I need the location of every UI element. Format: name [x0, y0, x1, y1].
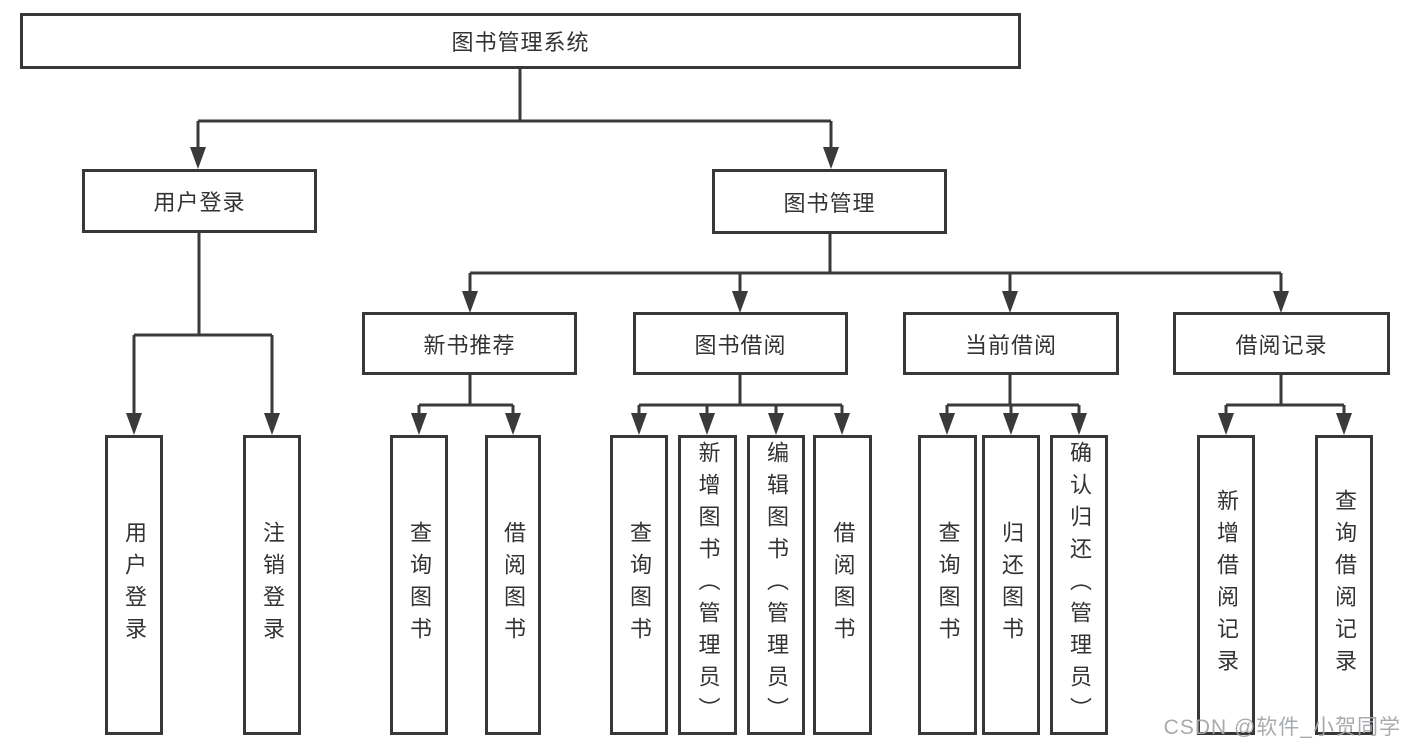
node-user-login-label: 用户登录: [153, 190, 246, 215]
leaf-add-borrow-record: 新增借阅记录: [1197, 435, 1255, 735]
node-book-borrow: 图书借阅: [633, 312, 848, 375]
leaf-borrow-books-recommend-label: 借阅图书: [501, 521, 526, 649]
leaf-logout-label: 注销登录: [260, 521, 285, 649]
node-book-borrow-label: 图书借阅: [694, 332, 787, 358]
leaf-add-book-admin: 新增图书（管理员）: [678, 435, 737, 735]
leaf-borrow-books-label: 借阅图书: [830, 521, 856, 649]
leaf-borrow-books-recommend: 借阅图书: [485, 435, 541, 735]
leaf-query-books-recommend: 查询图书: [390, 435, 448, 735]
leaf-user-login: 用户登录: [105, 435, 163, 735]
node-book-management-label: 图书管理: [783, 190, 876, 216]
node-root-system: 图书管理系统: [20, 13, 1021, 69]
leaf-add-borrow-record-label: 新增借阅记录: [1214, 489, 1239, 681]
node-book-management: 图书管理: [712, 169, 947, 234]
leaf-user-login-label: 用户登录: [122, 521, 147, 649]
leaf-confirm-return-admin: 确认归还（管理员）: [1050, 435, 1108, 735]
leaf-confirm-return-admin-label: 确认归还（管理员）: [1067, 441, 1092, 729]
leaf-query-borrow-record: 查询借阅记录: [1315, 435, 1373, 735]
node-new-book-recommend-label: 新书推荐: [423, 332, 516, 358]
leaf-add-book-admin-label: 新增图书（管理员）: [695, 441, 721, 729]
leaf-logout: 注销登录: [243, 435, 301, 735]
node-current-borrow: 当前借阅: [903, 312, 1119, 375]
leaf-query-books-current: 查询图书: [918, 435, 977, 735]
leaf-return-books: 归还图书: [982, 435, 1040, 735]
node-borrow-records: 借阅记录: [1173, 312, 1390, 375]
node-current-borrow-label: 当前借阅: [964, 332, 1057, 358]
node-user-login: 用户登录: [82, 169, 317, 233]
node-root-label: 图书管理系统: [451, 30, 590, 55]
csdn-watermark: CSDN @软件_小贺同学: [1163, 716, 1401, 739]
leaf-query-books-borrow: 查询图书: [610, 435, 668, 735]
node-new-book-recommend: 新书推荐: [362, 312, 577, 375]
node-borrow-records-label: 借阅记录: [1235, 332, 1328, 358]
leaf-edit-book-admin: 编辑图书（管理员）: [747, 435, 805, 735]
leaf-query-books-recommend-label: 查询图书: [407, 521, 432, 649]
leaf-query-books-current-label: 查询图书: [935, 521, 961, 649]
leaf-edit-book-admin-label: 编辑图书（管理员）: [764, 441, 789, 729]
leaf-query-books-borrow-label: 查询图书: [627, 521, 652, 649]
leaf-borrow-books: 借阅图书: [813, 435, 872, 735]
leaf-query-borrow-record-label: 查询借阅记录: [1332, 489, 1357, 681]
leaf-return-books-label: 归还图书: [999, 521, 1024, 649]
arrowheads: [126, 147, 1352, 435]
